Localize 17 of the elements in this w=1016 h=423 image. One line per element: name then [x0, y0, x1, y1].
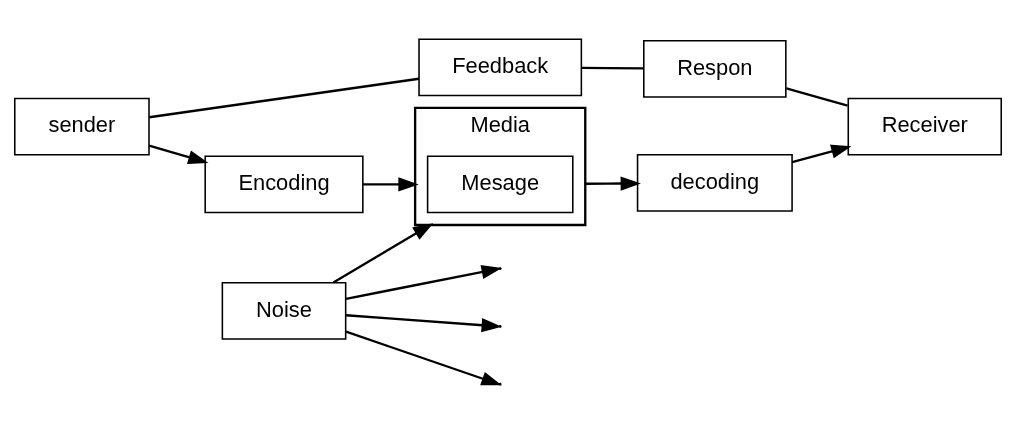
connector — [786, 86, 848, 107]
node-box: Noise — [221, 281, 347, 340]
arrow — [363, 176, 419, 191]
arrow — [148, 144, 209, 164]
arrow — [345, 313, 502, 332]
connector — [581, 66, 644, 70]
node-box: Receiver — [847, 97, 1002, 156]
node-box: Respon — [643, 39, 787, 98]
arrow — [791, 144, 852, 163]
node-box: Encoding — [204, 155, 364, 213]
node-box: sender — [14, 97, 150, 156]
node-box: Feedback — [418, 37, 583, 96]
arrow — [332, 222, 434, 283]
connector — [149, 77, 420, 118]
arrow — [585, 175, 641, 191]
node-box: decoding — [636, 153, 793, 212]
node-box: Mesage — [426, 155, 574, 213]
